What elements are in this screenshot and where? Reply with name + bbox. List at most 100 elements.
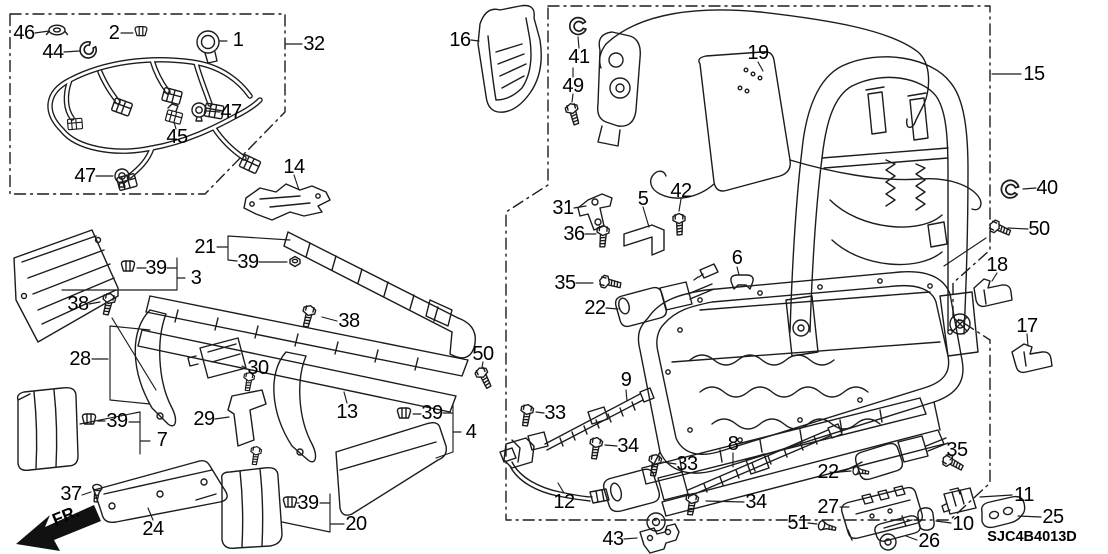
callout-25: 25: [1042, 506, 1064, 528]
track-assembly-left: [134, 295, 469, 467]
lumbar-mechanism: [563, 15, 641, 147]
callout-29: 29: [193, 408, 215, 430]
callout-45: 45: [166, 126, 188, 148]
clip-18: [973, 278, 1013, 308]
callout-47-a: 47: [220, 101, 242, 123]
wire-harness-drawing: [47, 57, 263, 192]
callout-22-a: 22: [584, 297, 606, 319]
callout-40: 40: [1036, 177, 1058, 199]
callout-20: 20: [345, 513, 367, 535]
callout-27: 27: [817, 496, 839, 518]
callout-1: 1: [232, 29, 244, 51]
leader-lines: [34, 30, 1042, 541]
rear-rail-21: [283, 231, 476, 359]
motor-22-right: [829, 435, 949, 481]
gearbox-9: [503, 431, 549, 469]
callout-49: 49: [562, 75, 584, 97]
callout-35-b: 35: [946, 439, 968, 461]
callout-51: 51: [787, 512, 809, 534]
clip-40: [997, 176, 1023, 202]
callout-5: 5: [637, 188, 649, 210]
cover-7: [16, 386, 79, 472]
callout-50-b: 50: [472, 343, 494, 365]
callout-41: 41: [568, 46, 590, 68]
callout-7: 7: [156, 429, 168, 451]
callout-33-a: 33: [544, 402, 566, 424]
clip-17: [1011, 343, 1053, 374]
callout-22-b: 22: [817, 461, 839, 483]
knob-26: [874, 515, 921, 542]
seat-group-box: [505, 5, 991, 521]
callout-37: 37: [60, 483, 82, 505]
callout-24: 24: [142, 518, 164, 540]
callout-13: 13: [336, 401, 358, 423]
cover-20: [220, 466, 283, 550]
callout-3: 3: [190, 267, 202, 289]
back-board-19: [649, 50, 982, 211]
callout-8: 8: [727, 433, 739, 455]
frame-wire-19: [598, 9, 930, 129]
harness-fasteners: [45, 24, 220, 188]
callout-11: 11: [1014, 484, 1034, 506]
callout-38-a: 38: [67, 293, 89, 315]
callout-42: 42: [670, 180, 692, 202]
garnish-24: [93, 459, 228, 524]
slide-rails: [641, 397, 945, 551]
callout-31: 31: [552, 197, 574, 219]
callout-47-b: 47: [74, 165, 96, 187]
harness-group-box: [9, 13, 286, 195]
callout-16: 16: [449, 29, 471, 51]
callout-39-a: 39: [237, 251, 259, 273]
callout-46: 46: [13, 22, 35, 44]
clip-6: [730, 274, 754, 290]
callout-21: 21: [194, 236, 216, 258]
callout-17: 17: [1016, 315, 1038, 337]
shield-16: [477, 4, 542, 113]
callout-4: 4: [465, 421, 477, 443]
bracket-5: [623, 224, 665, 256]
callout-34-a: 34: [617, 435, 639, 457]
callout-34-b: 34: [745, 491, 767, 513]
callout-18: 18: [986, 254, 1008, 276]
callout-39-c: 39: [421, 402, 443, 424]
callout-2: 2: [108, 22, 120, 44]
fr-direction-arrow: [16, 505, 101, 551]
callout-6: 6: [731, 247, 743, 269]
callout-50-a: 50: [1028, 218, 1050, 240]
callout-14: 14: [283, 156, 305, 178]
callout-10: 10: [952, 513, 974, 535]
callout-19: 19: [747, 42, 769, 64]
callout-26: 26: [918, 530, 940, 552]
motor-8: [602, 423, 843, 513]
callout-9: 9: [620, 369, 632, 391]
panel-4: [335, 421, 448, 516]
callout-28: 28: [69, 348, 91, 370]
callout-43: 43: [602, 528, 624, 550]
side-panel-3: [13, 229, 119, 343]
latch-43: [639, 523, 680, 554]
callout-39-b: 39: [145, 257, 167, 279]
callout-36: 36: [563, 223, 585, 245]
diagram-part-code: SJC4B4013D: [987, 529, 1077, 545]
callout-39-e: 39: [297, 492, 319, 514]
callout-15: 15: [1023, 63, 1045, 85]
rod-9: [544, 387, 655, 451]
callout-30: 30: [247, 357, 269, 379]
grommet-10: [917, 507, 935, 531]
callout-39-d: 39: [106, 410, 128, 432]
switch-panel-27: [840, 485, 924, 541]
callout-32: 32: [303, 33, 325, 55]
callout-38-b: 38: [338, 310, 360, 332]
bezel-25: [980, 495, 1026, 529]
connector-11: [941, 487, 977, 515]
callout-35-a: 35: [554, 272, 576, 294]
callout-12: 12: [553, 491, 575, 513]
cable-12: [499, 447, 610, 504]
sensor-bracket-14: [243, 183, 331, 221]
callout-44: 44: [42, 41, 64, 63]
motor-22-left: [614, 263, 719, 328]
seat-back-frame-15: [785, 56, 979, 357]
callout-33-b: 33: [676, 453, 698, 475]
